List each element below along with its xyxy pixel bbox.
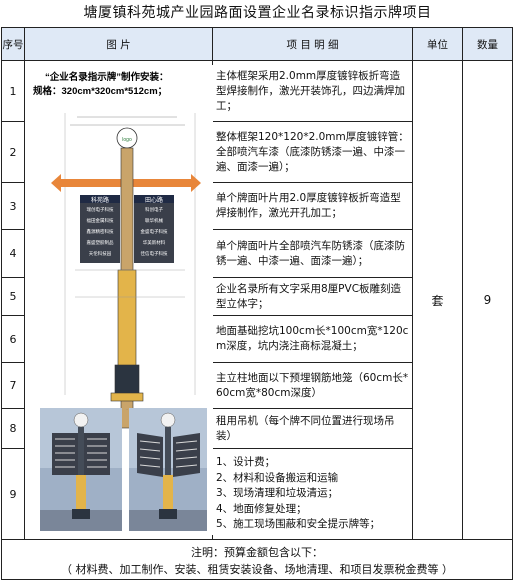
table-row: 5 企业名录所有文字采用8厘PVC板雕刻造型立体字；: [1, 277, 513, 316]
left-panel-stack: 科苑路 瑞创电子科技 福田金属科技 鑫源精密科技 嘉盛塑胶制品 天伦科技园: [80, 195, 120, 263]
svg-text:瑞创电子科技: 瑞创电子科技: [87, 206, 114, 213]
table-row: 9 1、设计费； 2、材料和设备搬运和运输 3、现场清理和垃圾清运； 4、地面修…: [1, 448, 513, 540]
project-table: 序号 图 片 项 目 明 细 单位 数量 1 “企业名录指示牌”制作安装： 规格…: [1, 27, 513, 580]
row-number: 7: [1, 362, 25, 409]
svg-text:科创电子: 科创电子: [145, 206, 163, 213]
svg-text:天伦科技园: 天伦科技园: [89, 250, 112, 257]
svg-text:联华机械: 联华机械: [145, 217, 163, 224]
header-seq: 序号: [1, 27, 25, 61]
cost-item: 1、设计费；: [216, 456, 276, 469]
cost-item: 4、地面修复处理；: [216, 502, 307, 515]
svg-text:嘉盛塑胶制品: 嘉盛塑胶制品: [87, 239, 114, 246]
left-arrow-icon: [51, 174, 121, 192]
cost-item: 3、现场清理和垃圾清运；: [216, 487, 339, 500]
header-picture: 图 片: [24, 27, 213, 61]
row-number: 2: [1, 121, 25, 183]
quantity-cell: 9: [462, 60, 513, 540]
item-description: 租用吊机（每个牌不同位置进行现场吊装）: [212, 408, 413, 449]
svg-text:华美新材料: 华美新材料: [143, 239, 166, 246]
cost-item: 5、施工现场围蔽和安全提示牌等；: [216, 518, 381, 531]
note-line-2: （ 材料费、加工制作、安装、租赁安装设备、场地清理、和项目发票税金费等 ）: [61, 562, 453, 576]
svg-text:佳信电子科技: 佳信电子科技: [141, 250, 168, 257]
row-number: 9: [1, 448, 25, 540]
svg-text:田心路: 田心路: [145, 196, 163, 204]
svg-text:·: ·: [126, 407, 127, 412]
note-line-1: 注明：预算金额包含以下：: [191, 545, 323, 559]
row-number: 8: [1, 408, 25, 449]
header-qty: 数量: [462, 27, 513, 61]
item-description: 整体框架120*120*2.0mm厚度镀锌管：全部喷汽车漆（底漆防锈漆一遍、中漆…: [212, 121, 413, 183]
cost-item: 2、材料和设备搬运和运输: [216, 471, 339, 484]
item-description: 单个牌面叶片用2.0厚度镀锌板折弯造型焊接制作，激光开孔加工；: [212, 182, 413, 230]
row-number: 4: [1, 229, 25, 278]
svg-text:logo: logo: [122, 137, 132, 143]
svg-text:金盛电子科技: 金盛电子科技: [141, 228, 168, 235]
row-number: 1: [1, 60, 25, 122]
row-number: 3: [1, 182, 25, 230]
svg-text:鑫源精密科技: 鑫源精密科技: [87, 228, 114, 235]
note-cell: 注明：预算金额包含以下： （ 材料费、加工制作、安装、租赁安装设备、场地清理、和…: [1, 539, 513, 580]
picture-cell: “企业名录指示牌”制作安装： 规格：320cm*320cm*512cm； log…: [24, 60, 213, 540]
header-unit: 单位: [412, 27, 463, 61]
item-description: 主立柱地面以下预埋钢筋地笼（60cm长*60cm宽*80cm深度）: [212, 362, 413, 409]
table-row: 2 整体框架120*120*2.0mm厚度镀锌管：全部喷汽车漆（底漆防锈漆一遍、…: [1, 121, 513, 183]
unit-cell: 套: [412, 60, 463, 540]
svg-text:福田金属科技: 福田金属科技: [87, 217, 114, 224]
caption-line-1: “企业名录指示牌”制作安装：: [45, 71, 169, 83]
item-description: 企业名录所有文字采用8厘PVC板雕刻造型立体字；: [212, 277, 413, 316]
header-item: 项 目 明 细: [212, 27, 413, 61]
item-description: 地面基础挖坑100cm长*100cm宽*120cm深度，坑内浇注商标混凝土；: [212, 315, 413, 363]
table-row: 3 单个牌面叶片用2.0厚度镀锌板折弯造型焊接制作，激光开孔加工；: [1, 182, 513, 230]
right-arrow-icon: [133, 174, 201, 192]
sign-drawing: “企业名录指示牌”制作安装： 规格：320cm*320cm*512cm； log…: [25, 65, 213, 535]
sign-render-side: [129, 408, 207, 531]
table-row: 8 租用吊机（每个牌不同位置进行现场吊装）: [1, 408, 513, 449]
sign-technical-drawing: logo 科苑路 瑞创电子科技 福: [51, 113, 201, 429]
table-row: 1 “企业名录指示牌”制作安装： 规格：320cm*320cm*512cm； l…: [1, 60, 513, 540]
right-panel-stack: 田心路 科创电子 联华机械 金盛电子科技 华美新材料 佳信电子科技: [134, 195, 174, 263]
caption-line-2: 规格：320cm*320cm*512cm；: [33, 85, 167, 97]
item-description: 主体框架采用2.0mm厚度镀锌板折弯造型焊接制作，激光开装饰孔，四边满焊加工；: [212, 60, 413, 122]
sign-render-front: [40, 408, 122, 531]
table-row: 7 主立柱地面以下预埋钢筋地笼（60cm长*60cm宽*80cm深度）: [1, 362, 513, 409]
note-row: 注明：预算金额包含以下： （ 材料费、加工制作、安装、租赁安装设备、场地清理、和…: [1, 539, 513, 580]
table-header: 序号 图 片 项 目 明 细 单位 数量: [1, 27, 513, 61]
row-number: 6: [1, 315, 25, 363]
page-title: 塘厦镇科苑城产业园路面设置企业名录标识指示牌项目: [83, 5, 432, 21]
item-description: 1、设计费； 2、材料和设备搬运和运输 3、现场清理和垃圾清运； 4、地面修复处…: [212, 448, 413, 540]
item-description: 单个牌面叶片全部喷汽车防锈漆（底漆防锈一遍、中漆一遍、面漆一遍）；: [212, 229, 413, 278]
svg-text:科苑路: 科苑路: [91, 196, 109, 204]
row-number: 5: [1, 277, 25, 316]
